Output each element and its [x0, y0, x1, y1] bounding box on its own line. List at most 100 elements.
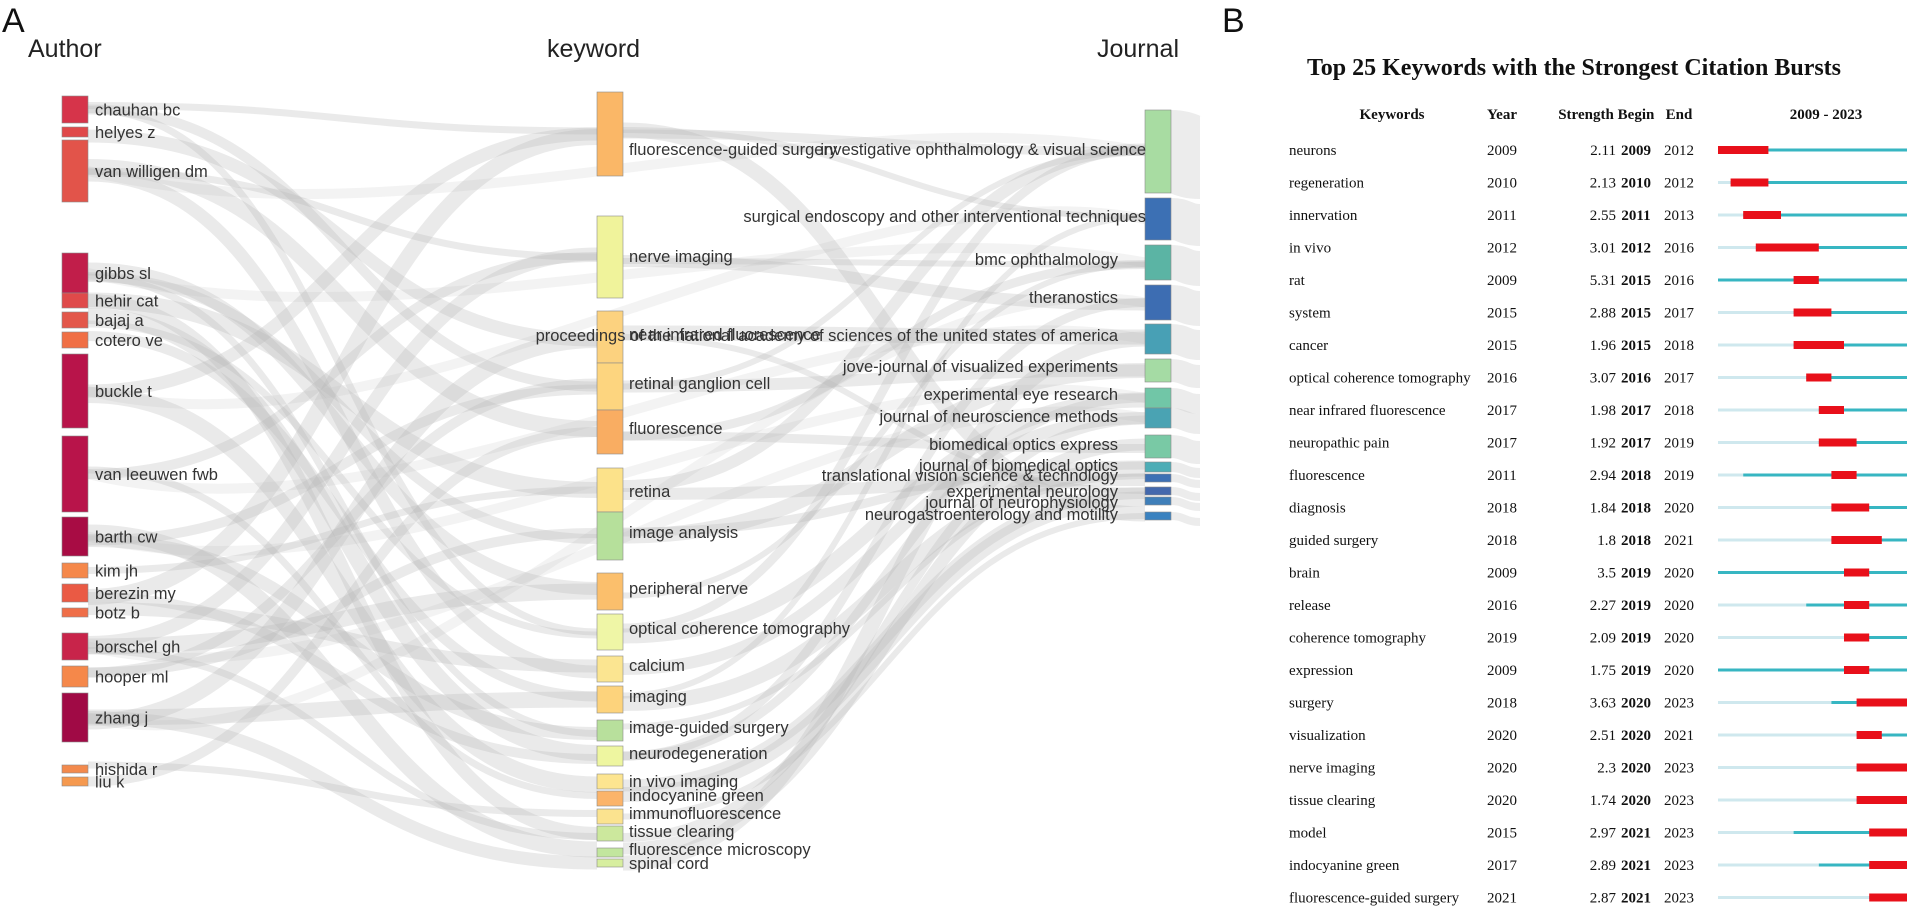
keyword-journal-flow — [622, 415, 1146, 842]
burst-end: 2023 — [1664, 891, 1694, 907]
journal-node — [1144, 511, 1172, 521]
keyword-node — [596, 409, 624, 455]
journal-node-label: jove-journal of visualized experiments — [842, 358, 1118, 376]
burst-keyword: visualization — [1289, 728, 1366, 744]
burst-keyword: cancer — [1289, 338, 1328, 354]
author-node — [61, 583, 89, 603]
burst-strength: 1.96 — [1590, 338, 1617, 354]
author-node — [61, 435, 89, 513]
burst-keyword: nerve imaging — [1289, 761, 1376, 777]
keyword-node-label: nerve imaging — [629, 248, 733, 266]
burst-year: 2009 — [1487, 663, 1517, 679]
keyword-journal-flow — [622, 431, 1146, 453]
burst-keyword: guided surgery — [1289, 533, 1379, 549]
keyword-journal-flow — [622, 438, 1146, 855]
burst-segment — [1856, 796, 1907, 804]
journal-node — [1144, 486, 1172, 496]
journal-outflow — [1170, 474, 1201, 488]
burst-end: 2017 — [1664, 306, 1695, 322]
burst-segment — [1831, 471, 1857, 479]
burst-segment — [1818, 438, 1857, 447]
author-node — [61, 331, 89, 349]
journal-node — [1144, 323, 1172, 355]
burst-segment — [1844, 601, 1870, 609]
burst-strength: 2.55 — [1590, 208, 1616, 224]
burst-segment — [1844, 568, 1870, 577]
burst-year: 2020 — [1487, 761, 1517, 777]
author-keyword-flow — [87, 168, 598, 679]
keyword-node-label: image-guided surgery — [629, 719, 789, 737]
journal-outflow — [1170, 388, 1201, 414]
burst-header-cell: Strength — [1558, 107, 1614, 123]
panel-a-label: A — [2, 2, 25, 40]
burst-begin: 2012 — [1621, 241, 1651, 257]
author-keyword-flow — [87, 129, 598, 605]
author-keyword-flow — [87, 308, 598, 761]
author-keyword-flow — [87, 159, 598, 437]
burst-year: 2020 — [1487, 793, 1517, 809]
journal-node — [1144, 387, 1172, 409]
journal-node-label: investigative ophthalmology & visual sci… — [820, 141, 1146, 159]
journal-outflow — [1170, 512, 1201, 526]
burst-begin: 2020 — [1621, 696, 1651, 712]
burst-strength: 5.31 — [1590, 273, 1616, 289]
journal-node — [1144, 434, 1172, 459]
journal-outflow — [1169, 198, 1202, 246]
burst-year: 2017 — [1487, 403, 1518, 419]
author-node — [61, 516, 89, 557]
burst-strength: 2.87 — [1590, 891, 1617, 907]
author-node-label: kim jh — [95, 563, 138, 581]
journal-column-header: Journal — [1097, 35, 1179, 63]
burst-keyword: innervation — [1289, 208, 1358, 224]
burst-header-cell: 2009 - 2023 — [1790, 107, 1863, 123]
journal-node-label: journal of neurophysiology — [924, 494, 1118, 512]
keyword-journal-flow — [622, 258, 1146, 268]
author-keyword-flow — [87, 583, 598, 655]
author-node-label: borschel gh — [95, 639, 180, 657]
burst-keyword: release — [1289, 598, 1331, 614]
burst-begin: 2018 — [1621, 468, 1651, 484]
author-keyword-flow — [87, 332, 598, 730]
burst-table-title: Top 25 Keywords with the Strongest Citat… — [1307, 55, 1841, 81]
burst-year: 2019 — [1487, 631, 1517, 647]
burst-segment — [1718, 146, 1769, 154]
author-keyword-flow — [87, 427, 598, 787]
keyword-node — [596, 858, 624, 868]
burst-strength: 3.5 — [1597, 566, 1616, 582]
burst-begin: 2019 — [1621, 598, 1651, 614]
burst-end: 2023 — [1664, 826, 1694, 842]
keyword-journal-flow — [622, 334, 1146, 494]
keyword-node — [596, 572, 624, 611]
keyword-node — [596, 745, 624, 767]
author-node-label: bajaj a — [95, 312, 144, 330]
keyword-journal-flow — [622, 260, 1146, 441]
burst-keyword: diagnosis — [1289, 501, 1346, 517]
author-node-label: hishida r — [95, 761, 158, 779]
burst-year: 2009 — [1487, 566, 1517, 582]
keyword-journal-flow — [622, 255, 1146, 311]
keyword-node-label: retinal ganglion cell — [629, 375, 770, 393]
burst-year: 2015 — [1487, 338, 1517, 354]
keyword-journal-flow — [622, 364, 1146, 393]
author-keyword-flow — [87, 167, 598, 261]
burst-segment — [1743, 211, 1781, 219]
burst-keyword: regeneration — [1289, 176, 1364, 192]
author-node — [61, 311, 89, 329]
author-node-label: barth cw — [95, 529, 157, 547]
author-keyword-flow — [87, 466, 598, 799]
keyword-journal-flow — [622, 461, 1146, 711]
keyword-node-label: immunofluorescence — [629, 805, 781, 823]
burst-begin: 2016 — [1621, 371, 1652, 387]
burst-strength: 3.07 — [1590, 371, 1617, 387]
journal-outflow — [1170, 285, 1201, 326]
